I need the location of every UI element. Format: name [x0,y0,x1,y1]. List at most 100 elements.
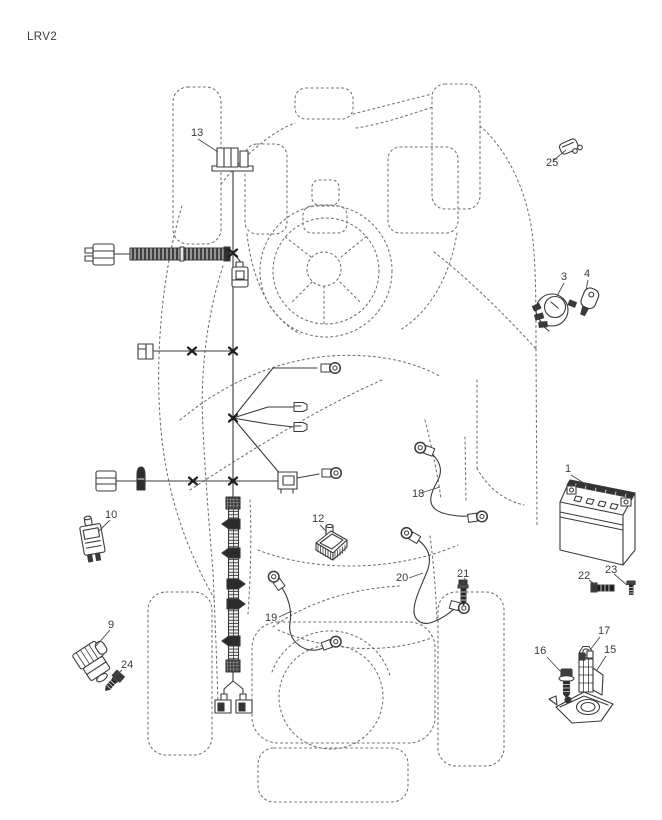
callout-17: 17 [598,625,610,637]
right-vertical-edge [535,348,538,527]
cable-clip [226,598,246,610]
callout-10: 10 [105,509,117,521]
callout-20: 20 [396,572,408,584]
part-hex-bolt [558,668,575,699]
harness-branch-lower [95,466,279,492]
part-bolt-22 [590,582,615,593]
part-battery [559,479,636,566]
callout-16: 16 [534,645,546,657]
callout-19: 19 [265,612,277,624]
wheel-arch-arc [271,630,391,677]
body-arc-diagonal [189,379,383,491]
right-body-edge [479,125,537,349]
fender-arc-lower [277,629,432,649]
right-lower-curve [476,467,525,506]
part-fuse-cover [558,138,583,155]
callout-12: 12 [312,513,324,525]
harness-loom [214,496,253,714]
leader-4 [585,279,589,291]
leader-13 [197,138,219,153]
leader-20 [408,572,424,579]
leader-9 [95,629,111,647]
callout-24: 24 [121,659,133,671]
cable-clip [221,518,241,530]
part-seat-switch [315,523,348,561]
seat-support-left [424,419,442,500]
cowl-left [246,233,301,335]
part-screw-23 [626,580,636,596]
seat-support-right [464,436,467,504]
steering-wheel-outer [259,204,393,338]
column-base-outline [302,205,348,234]
leader-22 [588,579,597,586]
leader-10 [98,519,111,532]
fender-diagonal [433,251,537,350]
callout-9: 9 [108,619,114,631]
harness-channel-edge [247,499,252,615]
callout-21: 21 [457,568,469,580]
dash-left-outline [244,143,288,235]
hood-edge-top [352,93,433,115]
tractor-outline [147,83,538,803]
part-plunger-switch [79,515,106,563]
part-interlock-switch [72,640,111,683]
leader-15 [596,655,607,671]
rear-panel-edge [429,535,438,622]
rear-left-wheel-outline [147,591,213,756]
leader-19 [278,610,293,618]
steering-column-outline [311,179,340,206]
part-starter-solenoid [548,650,614,724]
part-ignition-key [567,287,600,317]
callout-4: 4 [584,268,590,280]
fender-arc-upper [272,585,401,628]
cowl-right [399,232,458,331]
left-inner-edge [201,265,224,709]
leader-24 [113,669,123,678]
part-ignition-switch [531,293,569,332]
part-starter-cable [398,525,472,624]
rear-right-wheel-outline [437,591,505,767]
callout-3: 3 [561,271,567,283]
harness-branch-wires [232,361,343,494]
leader-16 [546,656,562,673]
cable-clip [221,635,241,647]
rear-bumper-outline [257,747,409,803]
steering-wheel-inner [272,217,380,325]
harness-branch-top [84,243,249,288]
harness-junctions [186,248,239,486]
steering-spokes [283,235,368,325]
wiring-harness [84,147,343,714]
callout-leaders [95,138,628,678]
leader-18 [420,486,441,494]
callout-labels: 1 3 4 9 10 12 13 15 16 17 18 19 20 21 22… [105,127,617,671]
rear-deck-outline [251,621,436,744]
part-ground-cable [265,568,344,653]
leader-25 [552,149,567,162]
leader-23 [613,573,628,586]
leader-12 [319,524,328,533]
cable-clip [221,547,241,559]
part-mount-bolt [105,669,125,691]
part-stud-bolt [457,579,469,606]
callout-18: 18 [412,488,424,500]
part-harness-connector [211,147,254,172]
steering-hub [306,251,342,287]
left-chassis-edge [158,205,215,599]
dash-right-outline [387,146,459,234]
rear-wheel-outline [278,644,384,750]
leader-1 [570,474,588,486]
callout-22: 22 [578,570,590,582]
hood-edge-top2 [355,106,434,129]
part-battery-cable [412,440,489,525]
harness-branch-mid [137,343,234,360]
callout-1: 1 [565,463,571,475]
front-right-frame-outline [431,83,481,210]
leader-21 [462,577,466,585]
leader-3 [556,282,565,297]
body-arc-upper [179,354,442,421]
callout-23: 23 [605,564,617,576]
callout-15: 15 [604,644,616,656]
diagram-code: LRV2 [27,31,57,43]
front-left-frame-outline [172,86,222,245]
